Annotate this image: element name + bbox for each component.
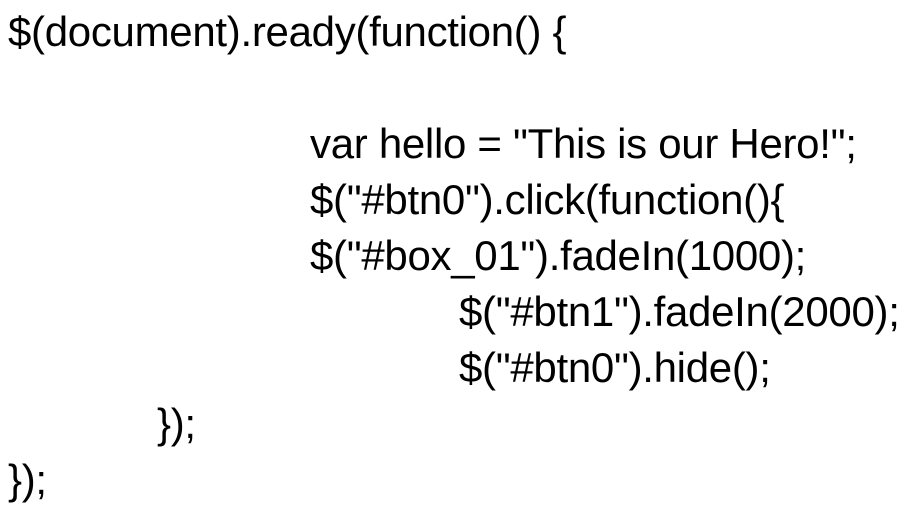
code-line: $("#btn0").hide(); [459,344,771,391]
code-line: $("#btn1").fadeIn(2000); [459,288,900,335]
code-line-blank [8,60,918,116]
code-line: $("#box_01").fadeIn(1000); [310,232,807,279]
code-line: }); [157,400,196,447]
code-line: }); [8,456,47,503]
code-line: var hello = "This is our Hero!"; [310,120,857,167]
code-line: $("#btn0").click(function(){ [310,176,785,223]
code-line: $(document).ready(function() { [8,8,567,55]
